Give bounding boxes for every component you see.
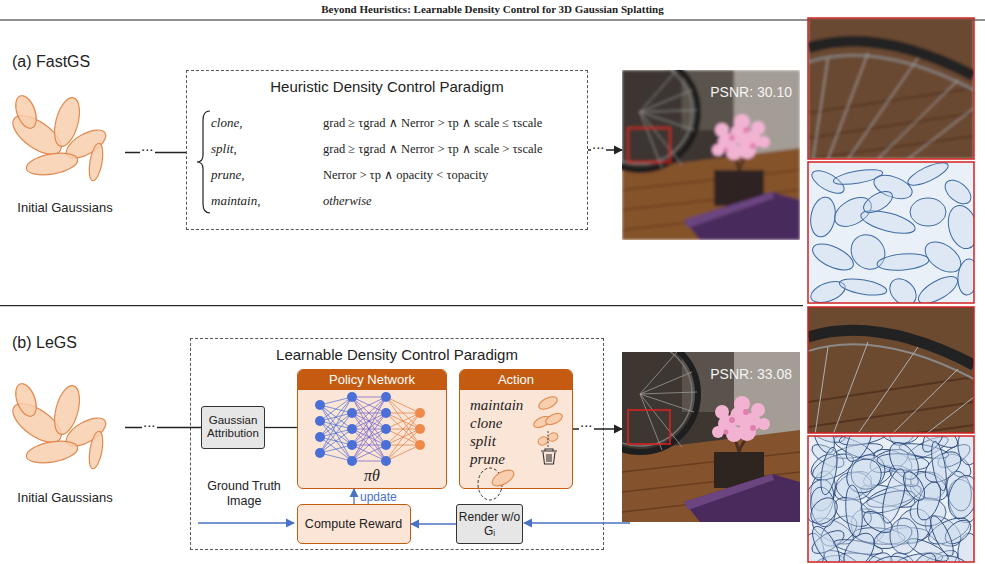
process-box: Render w/o Gᵢ bbox=[456, 504, 523, 544]
process-box: Gaussian Attribution bbox=[201, 406, 265, 449]
box-label: Render w/o Gᵢ bbox=[457, 510, 522, 539]
action-name: prune, bbox=[211, 167, 245, 183]
psnr-value: PSNR: 30.10 bbox=[692, 84, 792, 101]
gaussian-ellipse-cluster bbox=[7, 381, 110, 470]
rendered-photo bbox=[582, 54, 800, 240]
input-label: Ground Truth Image bbox=[196, 479, 292, 509]
connector-arrow bbox=[353, 489, 354, 504]
connector-arrow bbox=[265, 427, 297, 428]
zoom-crop bbox=[808, 307, 974, 448]
action-name: split, bbox=[211, 141, 237, 157]
crop-border bbox=[808, 436, 974, 562]
panel-label: (a) FastGS bbox=[12, 52, 90, 71]
panel-separator bbox=[0, 305, 803, 306]
dashed-group-box: Heuristic Density Control Paradigm clone,… bbox=[186, 70, 588, 230]
wireframe-ellipses bbox=[806, 416, 958, 564]
gaussian-ellipse-cluster bbox=[7, 93, 110, 182]
rendered-photo bbox=[582, 336, 800, 522]
wireframe-crop bbox=[800, 414, 982, 564]
rule-condition: otherwise bbox=[323, 194, 372, 209]
gaussian-cluster: Initial Gaussians bbox=[5, 90, 125, 215]
wireframe-ellipses bbox=[808, 158, 983, 310]
policy-network-box: Policy Network πθ bbox=[297, 369, 447, 489]
process-box: Compute Reward bbox=[297, 504, 411, 544]
rule-condition: Nerror > τp ∧ opacity < τopacity bbox=[323, 168, 488, 183]
ellipsis: ... bbox=[140, 137, 155, 155]
dashed-group-box: Learnable Density Control ParadigmGaussi… bbox=[190, 338, 604, 550]
photo-scene bbox=[582, 54, 800, 240]
input-arrow bbox=[524, 522, 630, 523]
wireframe-ellipses bbox=[800, 414, 982, 564]
photo-scene bbox=[582, 54, 800, 240]
ellipsis: ... bbox=[579, 413, 594, 431]
zoom-crop bbox=[808, 18, 974, 159]
figure-title: Beyond Heuristics: Learnable Density Con… bbox=[0, 3, 985, 16]
node-label: Initial Gaussians bbox=[5, 200, 125, 216]
panel-label: (b) LeGS bbox=[12, 333, 77, 352]
action-name: prune bbox=[470, 450, 505, 468]
group-heading: Learnable Density Control Paradigm bbox=[191, 346, 603, 364]
connector-arrow bbox=[411, 523, 456, 524]
action-box: Action maintainclonesplitprune bbox=[459, 369, 573, 489]
policy-symbol: πθ bbox=[298, 466, 446, 485]
zoom-crop bbox=[808, 307, 974, 448]
case-brace bbox=[197, 111, 210, 213]
gaussian-cluster: Initial Gaussians bbox=[5, 380, 125, 505]
edge-label: update bbox=[360, 490, 397, 504]
action-name: clone bbox=[470, 414, 502, 432]
rendered-image: PSNR: 30.10 bbox=[622, 70, 800, 240]
node-label: Initial Gaussians bbox=[5, 490, 125, 506]
rendered-image: PSNR: 33.08 bbox=[622, 352, 800, 522]
rendered-photo bbox=[582, 336, 800, 522]
wireframe-crop bbox=[808, 158, 983, 310]
zoom-crop bbox=[808, 18, 974, 159]
box-heading: Policy Network bbox=[298, 370, 446, 390]
ellipsis: ... bbox=[591, 135, 606, 153]
ellipsis: ... bbox=[142, 413, 157, 431]
action-name: split bbox=[470, 432, 496, 450]
crop-border bbox=[808, 307, 974, 433]
action-name: maintain bbox=[470, 396, 523, 414]
crop-border bbox=[808, 162, 974, 303]
psnr-value: PSNR: 33.08 bbox=[692, 366, 792, 383]
input-arrow bbox=[198, 522, 294, 523]
rule-condition: grad ≥ τgrad ∧ Nerror > τp ∧ scale > τsc… bbox=[323, 142, 543, 157]
action-name: maintain, bbox=[211, 193, 260, 209]
crop-border bbox=[808, 18, 974, 159]
connector-arrow bbox=[125, 152, 186, 153]
box-label: Gaussian Attribution bbox=[202, 414, 264, 442]
rule-condition: grad ≥ τgrad ∧ Nerror > τp ∧ scale ≤ τsc… bbox=[323, 116, 542, 131]
box-heading: Action bbox=[460, 370, 572, 390]
action-name: clone, bbox=[211, 115, 242, 131]
zoom-crop bbox=[808, 18, 974, 159]
box-label: Compute Reward bbox=[298, 517, 409, 532]
group-heading: Heuristic Density Control Paradigm bbox=[187, 78, 587, 96]
wireframe-ellipses bbox=[808, 158, 983, 310]
